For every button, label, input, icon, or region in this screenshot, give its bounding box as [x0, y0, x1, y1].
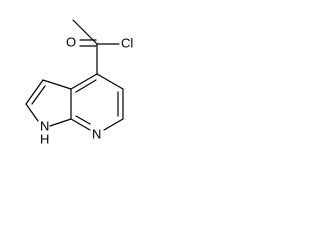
atom-n-pyrrole: N	[40, 118, 49, 133]
bond-c6-n7	[103, 118, 124, 131]
bond-n7-c7a	[70, 118, 91, 131]
bond-n1-c7a	[49, 118, 72, 127]
atom-chlorine: Cl	[121, 35, 133, 50]
bond-n7-c7a-inner	[75, 115, 91, 125]
bond-c3-c2	[25, 79, 44, 105]
bond-c2-n1	[25, 103, 39, 122]
atom-h-pyrrole: H	[40, 131, 49, 146]
bond-c3-c2-inner	[31, 85, 46, 105]
atom-n-pyridine: N	[92, 126, 101, 141]
bond-c3a-c4	[70, 73, 98, 90]
atom-oxygen: O	[66, 34, 76, 49]
bond-c3a-c3	[42, 79, 72, 90]
bond-c3a-c4-inner	[75, 79, 97, 93]
chemical-structure: O Cl N N H	[25, 19, 133, 146]
bond-c4-c5	[96, 73, 124, 90]
